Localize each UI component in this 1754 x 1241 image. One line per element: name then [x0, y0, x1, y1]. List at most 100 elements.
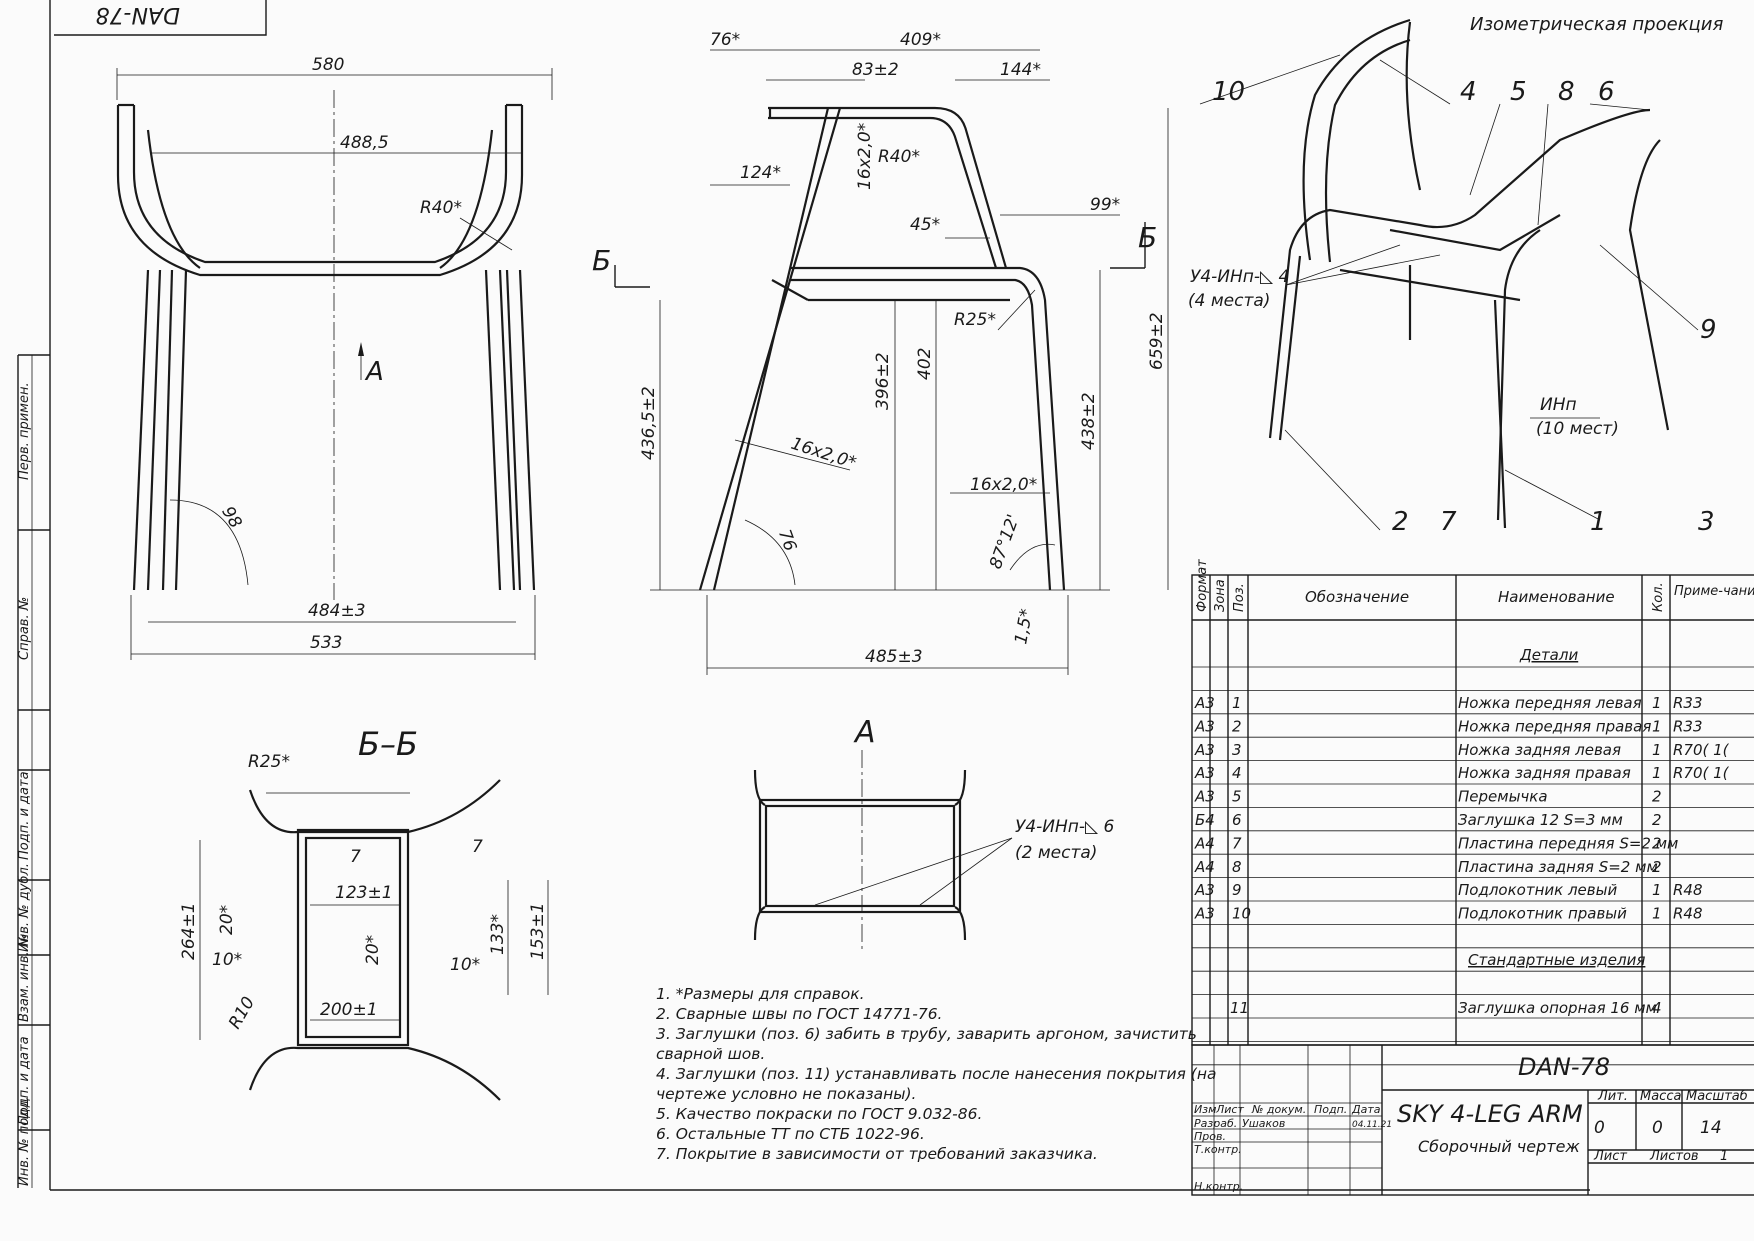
bom-row-pos: 4	[1232, 764, 1242, 782]
tb-lit-label: Лит.	[1597, 1089, 1628, 1104]
bb-dim-133: 133*	[488, 914, 508, 955]
side-dim-659: 659±2	[1147, 312, 1167, 370]
bom-row-name: Ножка задняя левая	[1458, 741, 1621, 759]
tb-mass-value: 0	[1652, 1118, 1663, 1138]
iso-callout-3: 3	[1698, 507, 1715, 537]
bom-row-name: Подлокотник левый	[1458, 881, 1617, 899]
side-label-2: Подп. и дата	[17, 771, 32, 860]
iso-callout-4: 4	[1460, 77, 1477, 107]
side-dim-angle76: 76	[774, 527, 800, 554]
tb-scale-value: 14	[1700, 1118, 1722, 1138]
bom-row-pos: 2	[1232, 717, 1242, 735]
bom-row-pos: 7	[1232, 834, 1242, 852]
note-line: сварной шов.	[656, 1045, 766, 1063]
bom-row-pos: 9	[1232, 881, 1242, 899]
side-dim-r25: R25*	[954, 310, 996, 330]
side-dim-4365: 436,5±2	[639, 386, 659, 460]
iso-callout-9: 9	[1700, 315, 1717, 345]
side-dim-402: 402	[915, 348, 935, 380]
bom-row-pos: 10	[1232, 905, 1251, 923]
bom-row-note: R70( 1(	[1673, 741, 1730, 759]
tb-scale-label: Масштаб	[1686, 1089, 1748, 1104]
bb-dim-200: 200±1	[320, 1000, 378, 1020]
note-line: 6. Остальные ТТ по СТБ 1022-96.	[656, 1125, 925, 1143]
bom-row-format: А3	[1194, 881, 1215, 899]
view-a-title: A	[853, 715, 876, 750]
bom-row-name: Заглушка 12 S=3 мм	[1458, 811, 1623, 829]
side-dim-124: 124*	[740, 163, 781, 183]
iso-inh-places: (10 мест)	[1536, 419, 1619, 439]
section-mark-left: Б	[592, 244, 611, 277]
iso-callout-5: 5	[1510, 77, 1527, 107]
bom-row-qty: 2	[1652, 788, 1662, 806]
iso-weld-places: (4 места)	[1188, 291, 1270, 311]
tb-col-0: Изм	[1194, 1103, 1216, 1116]
bb-dim-7a: 7	[350, 847, 361, 867]
bom-row-pos: 8	[1232, 858, 1242, 876]
side-dim-76: 76*	[710, 30, 740, 50]
section-mark-right: Б	[1138, 221, 1157, 254]
bom-row-name: Подлокотник правый	[1458, 905, 1627, 923]
bom-row-qty: 2	[1652, 811, 1662, 829]
bom-section-parts: Детали	[1519, 646, 1578, 664]
iso-callout-8: 8	[1558, 77, 1575, 107]
front-dim-angle: 98	[217, 503, 245, 532]
side-dim-485: 485±3	[865, 647, 923, 667]
iso-weld-label: У4-ИНп-◺ 4	[1190, 267, 1289, 287]
bom-row-pos: 5	[1232, 788, 1242, 806]
bom-h-zone: Зона	[1213, 579, 1228, 612]
side-label-5: Подп. и дата	[17, 1036, 32, 1125]
tb-code: DAN-78	[1518, 1053, 1610, 1081]
tb-col-2: № докум.	[1251, 1103, 1306, 1116]
iso-callout-10: 10	[1212, 77, 1245, 107]
bom-row-qty: 1	[1652, 764, 1662, 782]
tb-lit-value: 0	[1594, 1118, 1605, 1138]
bom-row-qty: 2	[1652, 858, 1662, 876]
bom-h-note: Приме-чание	[1674, 584, 1754, 599]
bom-row-format: А3	[1194, 741, 1215, 759]
front-dim-484: 484±3	[308, 601, 366, 621]
bom-row-format: А3	[1194, 788, 1215, 806]
side-label-4: Взам. инв. №	[17, 934, 32, 1022]
bom-row-name: Перемычка	[1458, 788, 1548, 806]
bb-dim-264: 264±1	[179, 902, 199, 960]
tb-doc-type: Сборочный чертеж	[1418, 1137, 1580, 1156]
side-dim-409: 409*	[900, 30, 941, 50]
bb-dim-r25: R25*	[248, 752, 290, 772]
side-dim-angle87: 87°12'	[986, 512, 1024, 572]
front-view-arrow: A	[364, 357, 384, 387]
front-dim-533: 533	[310, 633, 342, 653]
note-line: чертеже условно не показаны).	[656, 1085, 917, 1103]
side-dim-45: 45*	[910, 215, 940, 235]
iso-callout-6: 6	[1598, 77, 1615, 107]
tb-col-4: Дата	[1351, 1103, 1381, 1116]
tb-date: 04.11.21	[1352, 1120, 1392, 1130]
section-bb-view: Б–Б R25* 7 7 123±1 20* 10* 20* 10* 264±1…	[179, 725, 549, 1101]
side-dim-396: 396±2	[873, 352, 893, 410]
bom-row-name: Пластина передняя S=2 мм	[1458, 834, 1678, 852]
tb-developer: Ушаков	[1242, 1117, 1285, 1130]
bom-row-format: А3	[1194, 717, 1215, 735]
side-dim-r40: R40*	[878, 147, 920, 167]
bb-dim-10b: 10*	[450, 955, 480, 975]
bb-dim-153: 153±1	[528, 902, 548, 960]
side-dim-99: 99*	[1090, 195, 1120, 215]
side-dim-angle15: 1,5*	[1011, 607, 1037, 645]
bom-row-note: R48	[1673, 905, 1703, 923]
note-line: 4. Заглушки (поз. 11) устанавливать посл…	[656, 1065, 1217, 1083]
bom-h-name: Наименование	[1498, 588, 1615, 606]
tb-role-4: Н.контр.	[1194, 1180, 1243, 1193]
left-side-strip: Перв. примен. Справ. № Подп. и дата Инв.…	[17, 354, 50, 1188]
iso-title: Изометрическая проекция	[1470, 14, 1723, 35]
bom-row-name: Пластина задняя S=2 мм	[1458, 858, 1658, 876]
side-label-0: Перв. примен.	[17, 382, 32, 480]
side-dim-tube-mid: 16x2,0*	[788, 434, 858, 474]
bom-row-format: А3	[1194, 694, 1215, 712]
iso-callout-7: 7	[1440, 507, 1457, 537]
tb-role-0: Разраб.	[1194, 1117, 1237, 1130]
note-line: 1. *Размеры для справок.	[656, 985, 865, 1003]
bom-row-note: R48	[1673, 881, 1703, 899]
tb-sheets-value: 1	[1720, 1149, 1728, 1164]
bom-section-std: Стандартные изделия	[1468, 951, 1645, 969]
